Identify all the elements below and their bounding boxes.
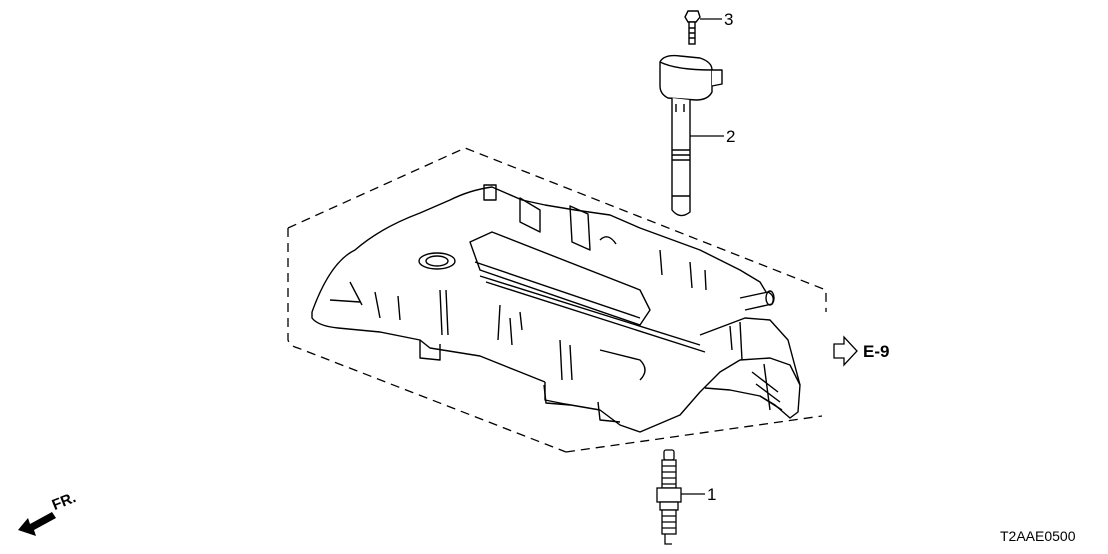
- spark-plug: [656, 449, 682, 545]
- callout-1: 1: [707, 485, 717, 504]
- cylinder-head-cover: [311, 184, 801, 433]
- reference-link-e9[interactable]: E-9: [863, 342, 890, 361]
- bolt: [684, 10, 701, 45]
- drawing-code: T2AAE0500: [1000, 528, 1076, 544]
- outline-arrow-right-icon: [833, 335, 858, 367]
- callout-leader-lines: [681, 18, 724, 495]
- callout-3: 3: [724, 10, 734, 29]
- dashed-group-outline: [287, 147, 827, 453]
- solid-arrow-down-left-icon: [18, 512, 56, 536]
- ignition-coil: [659, 54, 723, 217]
- callout-2: 2: [726, 127, 736, 146]
